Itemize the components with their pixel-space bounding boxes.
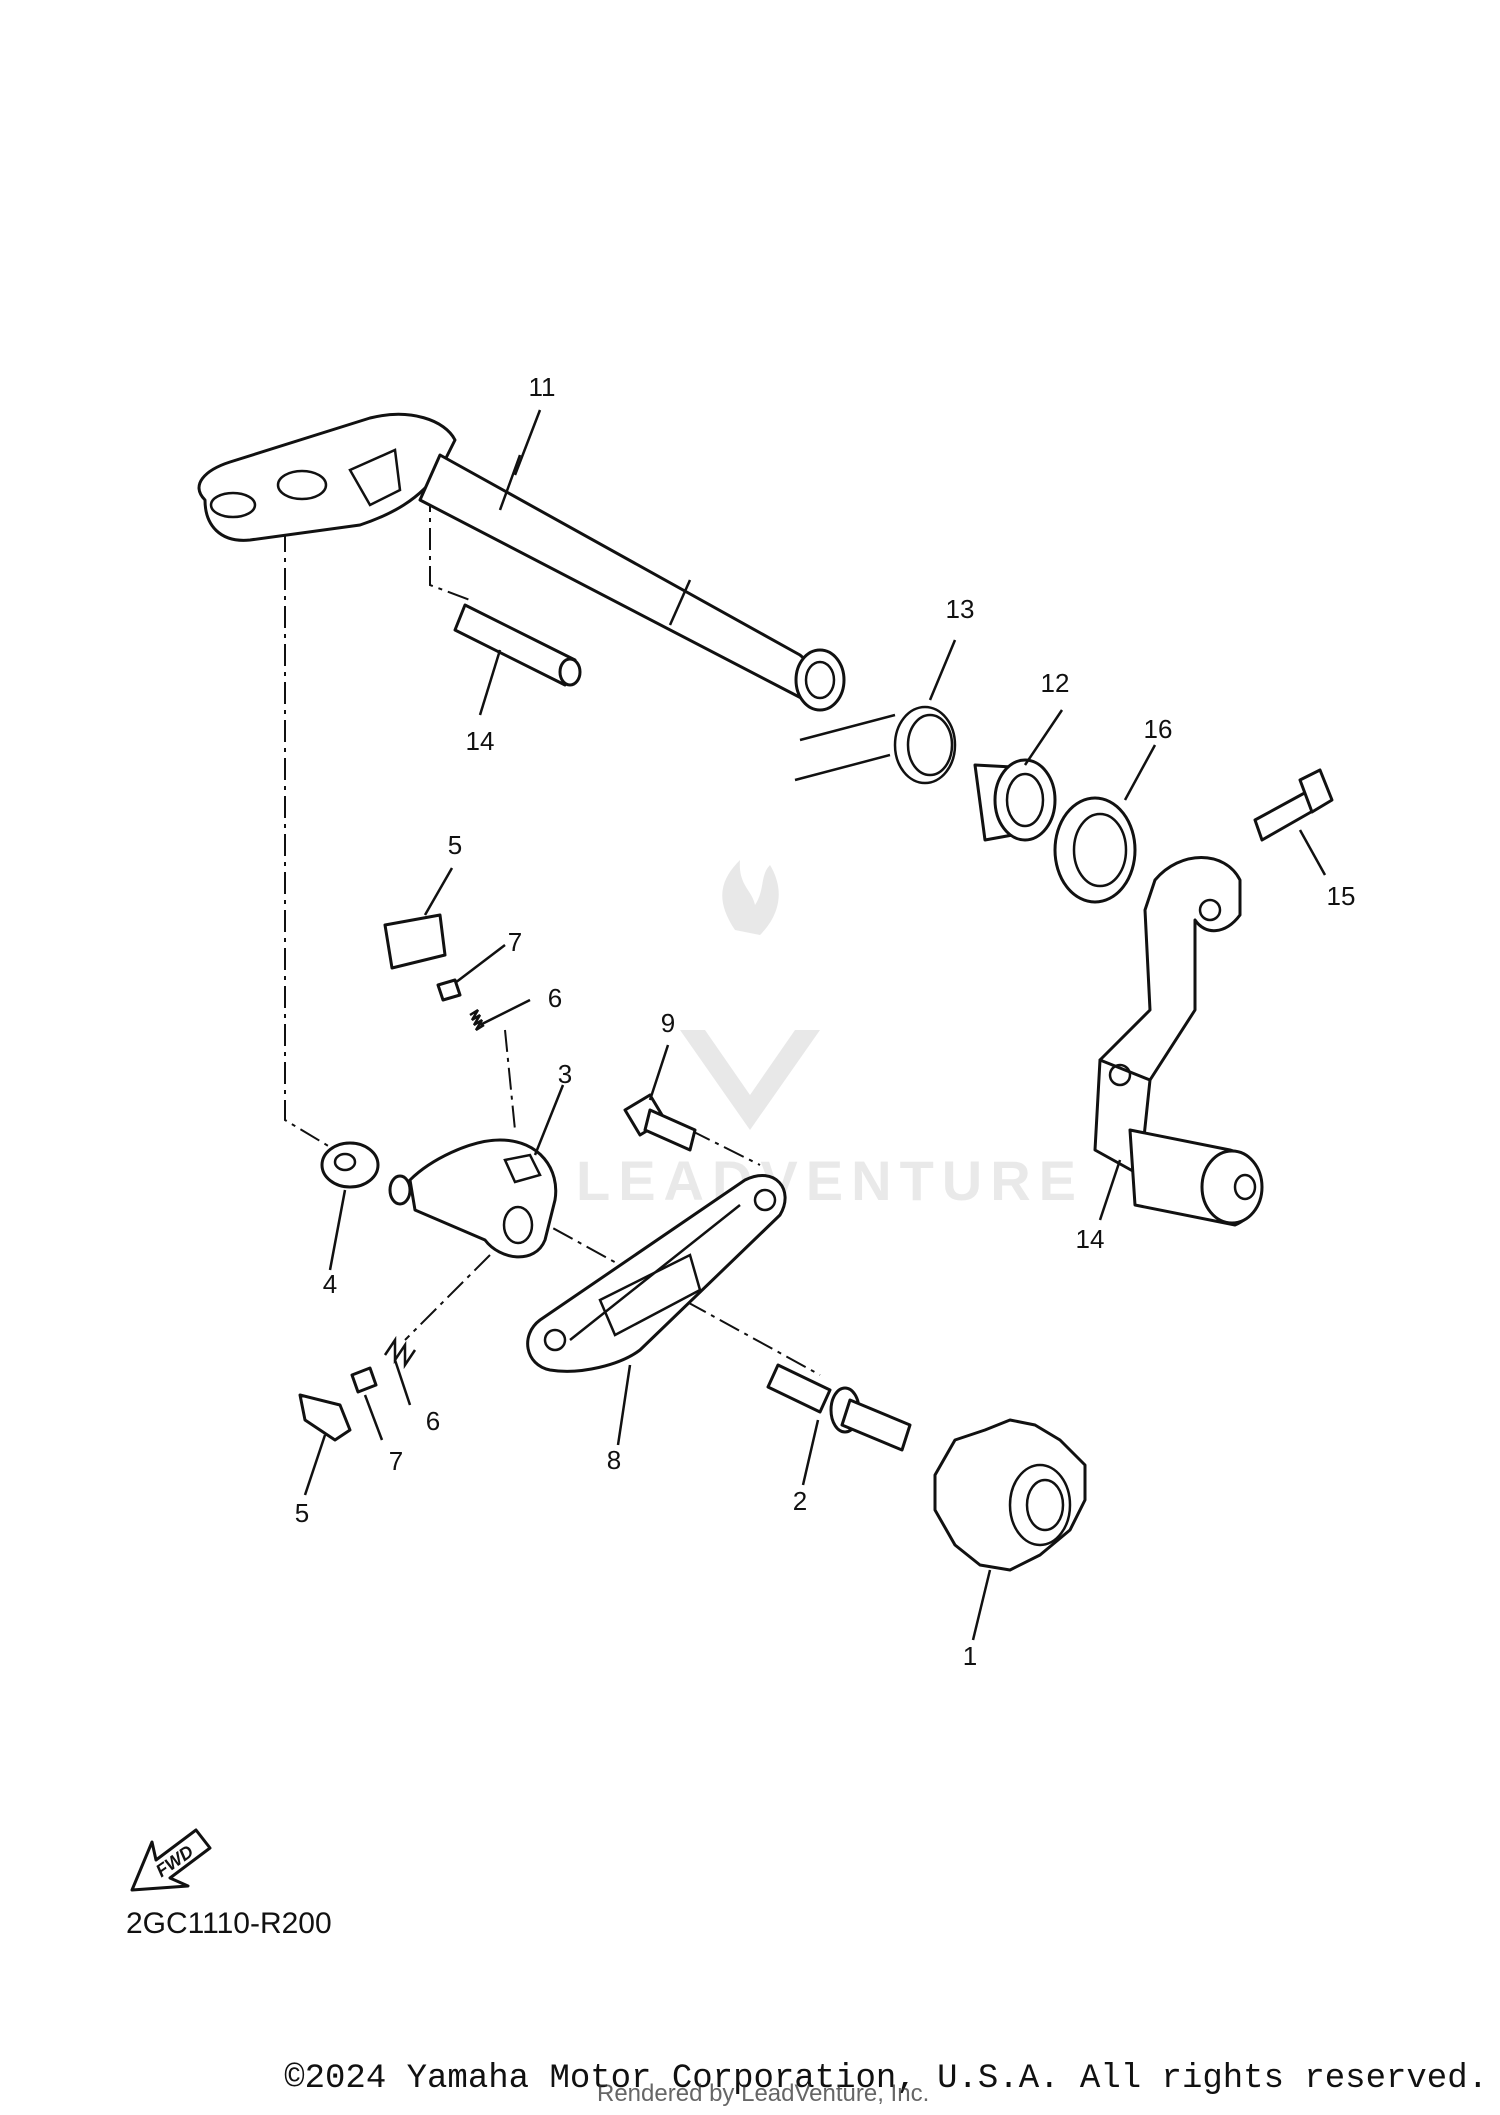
callout-6-bottom: 6 bbox=[426, 1406, 440, 1436]
rendered-by-notice: Rendered by LeadVenture, Inc. bbox=[597, 2080, 930, 2107]
callout-4: 4 bbox=[323, 1269, 337, 1299]
callout-12: 13 bbox=[946, 594, 975, 624]
pin-7-top-part bbox=[436, 978, 462, 1002]
callout-10: 11 bbox=[529, 372, 556, 402]
collar-part bbox=[973, 758, 1057, 842]
bolt-15-part bbox=[1253, 768, 1334, 842]
callout-5-top: 5 bbox=[448, 830, 462, 860]
leader-lines bbox=[303, 409, 1327, 1641]
guide-plate-part bbox=[526, 1173, 787, 1373]
diagram-code: 2GC1110-R200 bbox=[126, 1907, 332, 1940]
callout-16: 16 bbox=[1144, 714, 1173, 744]
callout-7-bottom: 7 bbox=[389, 1446, 403, 1476]
callout-3: 3 bbox=[558, 1059, 572, 1089]
stopper-bolt-part bbox=[766, 1363, 912, 1452]
callout-6-top: 6 bbox=[548, 983, 562, 1013]
pin-7-bottom-part bbox=[350, 1366, 378, 1394]
stopper-5-top-part bbox=[383, 913, 447, 970]
callout-1: 1 bbox=[963, 1641, 977, 1671]
spring-6-top-part bbox=[469, 1008, 485, 1032]
callout-2: 2 bbox=[793, 1486, 807, 1516]
washer-part bbox=[320, 1141, 380, 1189]
fwd-arrow: FWD bbox=[130, 1828, 212, 1892]
callout-5-bottom: 5 bbox=[295, 1498, 309, 1528]
copyright-notice: ©2024 Yamaha Motor Corporation, U.S.A. A… bbox=[284, 2060, 1488, 2098]
spring-6-bottom-part bbox=[383, 1335, 417, 1370]
callout-15: 15 bbox=[1327, 881, 1356, 911]
leadventure-watermark: LEADVENTURE bbox=[576, 860, 1084, 1212]
callout-labels: 11 14 13 12 16 15 14 5 7 6 9 3 4 6 7 5 8… bbox=[295, 372, 1356, 1671]
callout-7-top: 7 bbox=[508, 927, 522, 957]
callout-8: 8 bbox=[607, 1445, 621, 1475]
oil-seal-part bbox=[1053, 796, 1137, 904]
callout-13: 14 bbox=[466, 726, 495, 756]
watermark-text: LEADVENTURE bbox=[576, 1149, 1084, 1212]
torsion-spring-part bbox=[794, 705, 957, 785]
callout-11: 12 bbox=[1041, 668, 1070, 698]
shift-arm-part bbox=[388, 1138, 558, 1259]
shift-pedal-part bbox=[1093, 856, 1264, 1227]
bolt-9-part bbox=[623, 1093, 697, 1152]
callout-14: 14 bbox=[1076, 1224, 1105, 1254]
shift-shaft-part bbox=[197, 412, 846, 712]
segment-part bbox=[933, 1418, 1087, 1572]
pin-part bbox=[453, 603, 582, 687]
stopper-5-bottom-part bbox=[298, 1393, 352, 1442]
callout-9: 9 bbox=[661, 1008, 675, 1038]
